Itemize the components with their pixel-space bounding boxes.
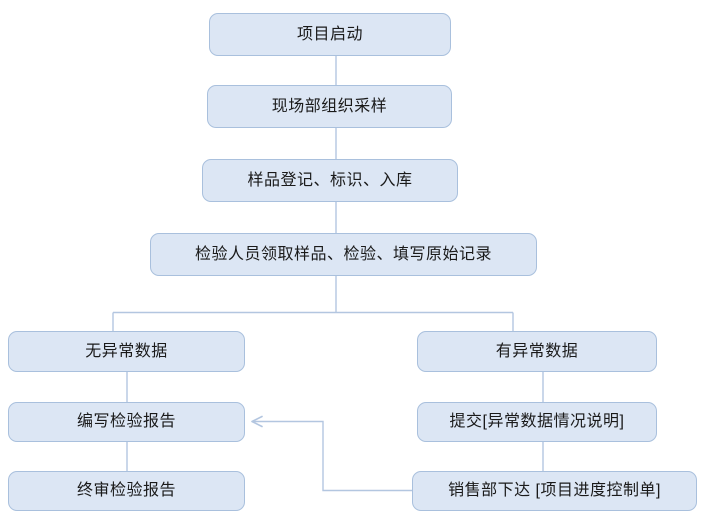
node-label: 有异常数据: [495, 342, 579, 360]
node-has-abnormal-data[interactable]: 有异常数据: [417, 331, 657, 372]
node-label: 现场部组织采样: [271, 97, 388, 115]
node-sales-progress-control[interactable]: 销售部下达 [项目进度控制单]: [412, 471, 697, 511]
edge-n10-n7-feedback: [253, 420, 412, 492]
node-label: 提交[异常数据情况说明]: [449, 413, 625, 431]
node-label: 销售部下达 [项目进度控制单]: [448, 482, 661, 500]
node-sample-registration[interactable]: 样品登记、标识、入库: [202, 159, 458, 202]
node-label: 项目启动: [296, 25, 363, 43]
node-inspection-record[interactable]: 检验人员领取样品、检验、填写原始记录: [150, 233, 537, 276]
node-label: 终审检验报告: [76, 482, 176, 500]
node-project-start[interactable]: 项目启动: [209, 13, 451, 56]
arrowhead-icon: [251, 415, 263, 428]
node-label: 无异常数据: [85, 342, 168, 360]
node-label: 检验人员领取样品、检验、填写原始记录: [194, 245, 492, 263]
node-no-abnormal-data[interactable]: 无异常数据: [8, 331, 245, 372]
node-submit-abnormal-explanation[interactable]: 提交[异常数据情况说明]: [417, 402, 657, 442]
node-write-report[interactable]: 编写检验报告: [8, 402, 245, 442]
node-final-review-report[interactable]: 终审检验报告: [8, 471, 245, 511]
node-label: 编写检验报告: [76, 413, 176, 431]
node-field-sampling[interactable]: 现场部组织采样: [207, 85, 452, 128]
node-label: 样品登记、标识、入库: [247, 171, 413, 189]
